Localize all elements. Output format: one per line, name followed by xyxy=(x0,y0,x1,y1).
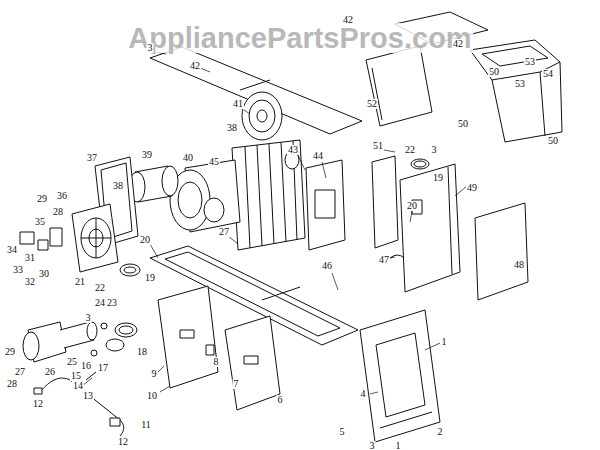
callout-number: 14 xyxy=(72,381,84,391)
door-panel xyxy=(225,316,280,410)
callout-number: 35 xyxy=(34,217,46,227)
callout-number: 50 xyxy=(457,119,469,129)
callout-number: 3 xyxy=(85,313,92,323)
callout-number: 24 xyxy=(94,298,106,308)
callout-number: 40 xyxy=(182,153,194,163)
callout-number: 42 xyxy=(342,15,354,25)
filter-door xyxy=(475,203,528,300)
callout-number: 21 xyxy=(74,277,86,287)
callout-number: 52 xyxy=(366,99,378,109)
gasket xyxy=(115,323,137,337)
callout-number: 51 xyxy=(372,141,384,151)
callout-number: 9 xyxy=(151,369,158,379)
callout-number: 45 xyxy=(208,157,220,167)
burner-plate xyxy=(72,204,118,272)
callout-number: 16 xyxy=(80,361,92,371)
callout-number: 43 xyxy=(287,145,299,155)
hood-front xyxy=(470,40,562,142)
callout-number: 3 xyxy=(431,145,438,155)
callout-number: 28 xyxy=(6,379,18,389)
callout-number: 49 xyxy=(466,183,478,193)
top-plate xyxy=(150,47,362,134)
side-plate xyxy=(306,160,345,250)
callout-number: 17 xyxy=(97,363,109,373)
callout-number: 34 xyxy=(6,245,18,255)
leader-lines xyxy=(82,52,467,394)
callout-number: 22 xyxy=(404,145,416,155)
blower-motor xyxy=(129,166,178,202)
callout-number: 19 xyxy=(432,173,444,183)
callout-number: 28 xyxy=(52,207,64,217)
callout-number: 13 xyxy=(82,391,94,401)
burner-assembly xyxy=(23,322,107,362)
callout-number: 22 xyxy=(94,283,106,293)
callout-number: 18 xyxy=(136,347,148,357)
callout-number: 50 xyxy=(547,136,559,146)
callout-number: 29 xyxy=(36,194,48,204)
callout-number: 50 xyxy=(488,67,500,77)
watermark: AppliancePartsPros.com xyxy=(126,23,473,53)
callout-number: 1 xyxy=(395,441,402,450)
callout-number: 8 xyxy=(213,357,220,367)
callout-number: 10 xyxy=(146,391,158,401)
gasket-ring xyxy=(411,159,429,169)
callout-number: 42 xyxy=(452,39,464,49)
power-cord xyxy=(40,378,124,436)
callout-number: 25 xyxy=(66,357,78,367)
callout-number: 11 xyxy=(140,420,152,430)
callout-number: 4 xyxy=(360,389,367,399)
callout-number: 12 xyxy=(32,399,44,409)
callout-number: 27 xyxy=(218,227,230,237)
callout-number: 3 xyxy=(147,43,154,53)
callout-number: 6 xyxy=(277,395,284,405)
callout-number: 53 xyxy=(524,57,536,67)
callout-number: 53 xyxy=(514,79,526,89)
callout-number: 47 xyxy=(378,255,390,265)
return-panel xyxy=(400,164,460,292)
callout-number: 7 xyxy=(233,379,240,389)
side-panel xyxy=(372,156,398,248)
blower-housing xyxy=(170,160,240,232)
callout-number: 32 xyxy=(24,277,36,287)
callout-number: 36 xyxy=(56,191,68,201)
callout-number: 12 xyxy=(117,437,129,447)
callout-number: 19 xyxy=(144,273,156,283)
callout-number: 15 xyxy=(70,371,82,381)
blower-wheel xyxy=(242,92,282,140)
callout-number: 38 xyxy=(226,123,238,133)
callout-number: 3 xyxy=(369,441,376,450)
callout-number: 20 xyxy=(139,235,151,245)
callout-number: 23 xyxy=(106,298,118,308)
callout-number: 2 xyxy=(437,427,444,437)
callout-number: 33 xyxy=(12,265,24,275)
callout-number: 42 xyxy=(189,61,201,71)
callout-number: 54 xyxy=(542,69,554,79)
callout-number: 38 xyxy=(112,181,124,191)
callout-number: 30 xyxy=(38,269,50,279)
front-panel xyxy=(158,286,218,388)
callout-number: 44 xyxy=(312,151,324,161)
heat-exchanger xyxy=(232,140,305,250)
callout-number: 20 xyxy=(406,201,418,211)
callout-number: 26 xyxy=(44,367,56,377)
callout-number: 1 xyxy=(441,337,448,347)
callout-number: 31 xyxy=(24,253,36,263)
callout-number: 41 xyxy=(232,99,244,109)
hood-panel xyxy=(366,46,432,126)
callout-number: 48 xyxy=(513,260,525,270)
access-panel xyxy=(360,310,440,442)
callout-number: 37 xyxy=(86,153,98,163)
callout-number: 5 xyxy=(339,427,346,437)
callout-number: 29 xyxy=(4,347,16,357)
callout-number: 46 xyxy=(321,261,333,271)
callout-number: 39 xyxy=(141,150,153,160)
callout-number: 27 xyxy=(14,367,26,377)
control-box xyxy=(20,232,34,244)
